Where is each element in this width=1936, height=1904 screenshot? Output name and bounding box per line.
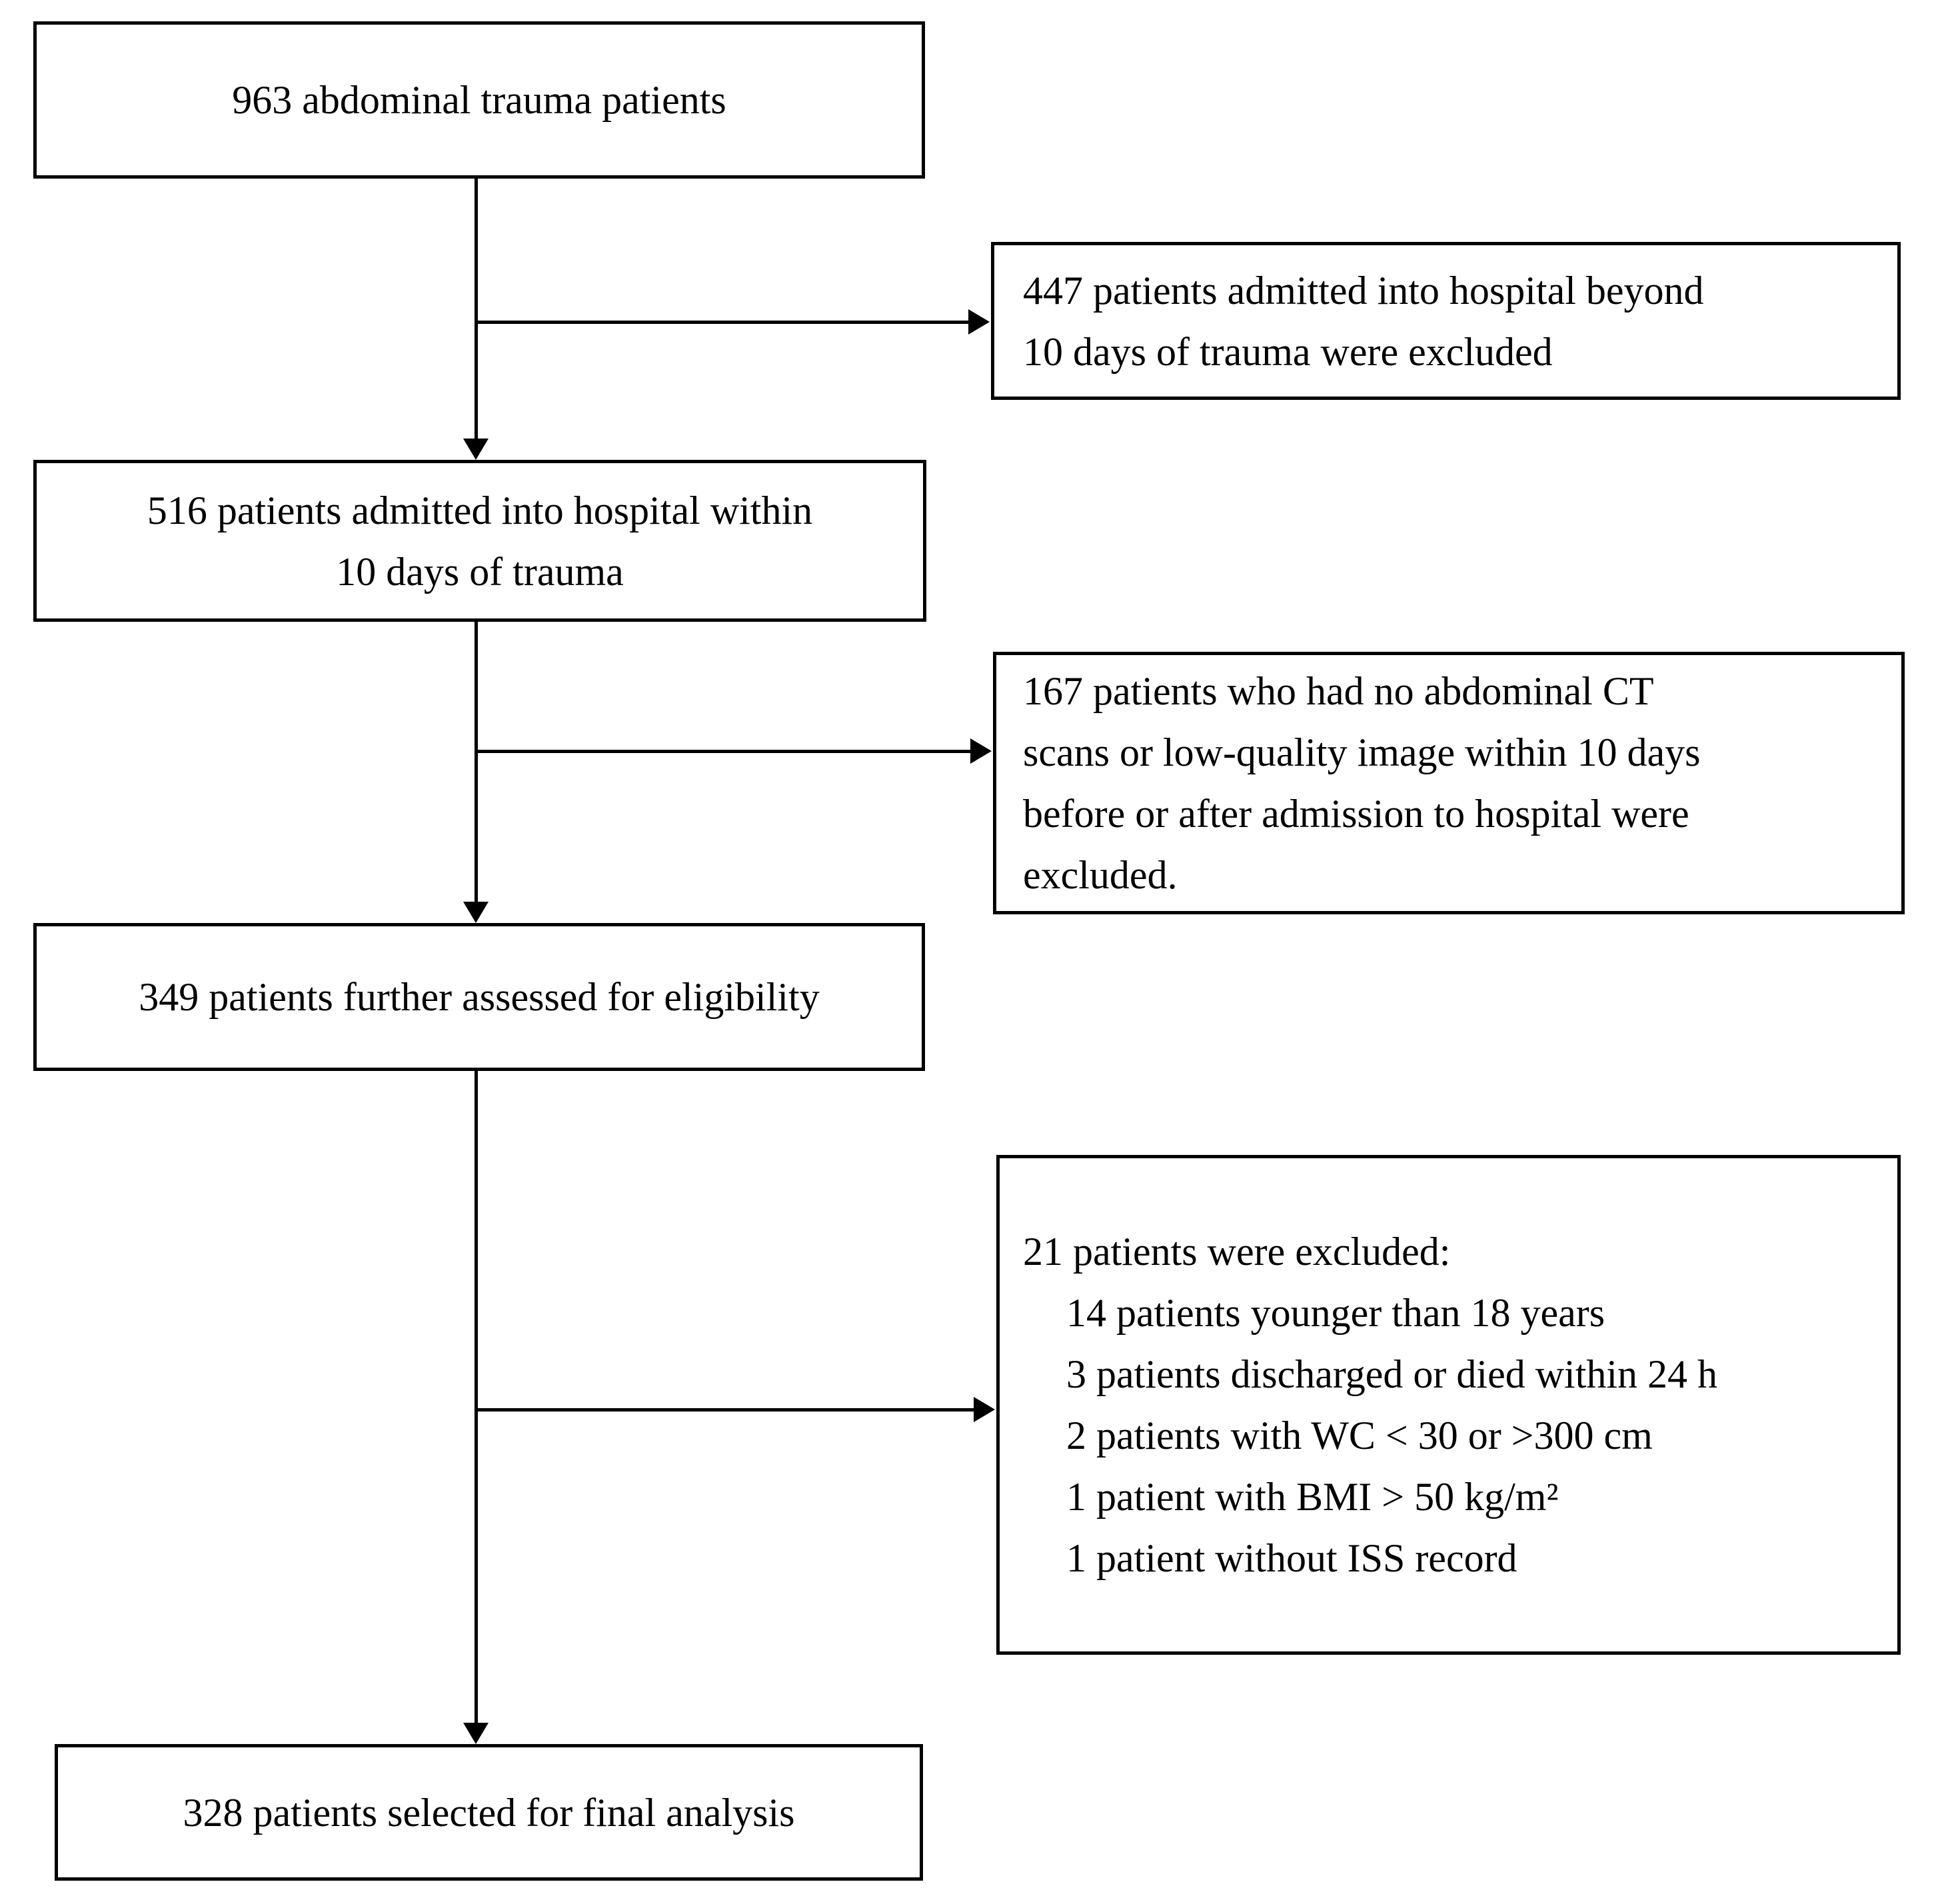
flow-box-excluded-no-ct-scans: 167 patients who had no abdominal CT sca… <box>993 652 1905 914</box>
box-text-line: 2 patients with WC < 30 or >300 cm <box>1066 1414 1653 1457</box>
box-text-line: 3 patients discharged or died within 24 … <box>1066 1352 1718 1396</box>
connector-line-branch-to-21 <box>475 1408 974 1412</box>
box-text-line: 10 days of trauma <box>336 549 624 594</box>
box-text-line: before or after admission to hospital we… <box>1023 792 1689 836</box>
connector-line-963-to-516 <box>475 179 478 440</box>
box-text-line: 447 patients admitted into hospital beyo… <box>1023 268 1704 313</box>
flow-box-final-analysis: 328 patients selected for final analysis <box>55 1744 923 1881</box>
arrowhead-down-icon <box>463 439 488 460</box>
box-text-line: 1 patient with BMI > 50 kg/m² <box>1066 1475 1559 1519</box>
arrowhead-right-icon <box>968 309 990 335</box>
box-text-line: excluded. <box>1023 853 1178 897</box>
flow-box-admitted-within-10-days: 516 patients admitted into hospital with… <box>33 460 926 622</box>
flow-box-assessed-for-eligibility: 349 patients further assessed for eligib… <box>33 923 925 1071</box>
flow-box-excluded-criteria-list: 21 patients were excluded: 14 patients y… <box>996 1155 1901 1655</box>
box-text-line: 14 patients younger than 18 years <box>1066 1291 1605 1335</box>
arrowhead-down-icon <box>463 902 488 923</box>
box-text-line: 963 abdominal trauma patients <box>232 78 726 122</box>
arrowhead-down-icon <box>463 1723 488 1744</box>
box-text-line: 328 patients selected for final analysis <box>183 1790 795 1835</box>
connector-line-349-to-328 <box>475 1071 478 1724</box>
box-text-line: scans or low-quality image within 10 day… <box>1023 730 1701 774</box>
arrowhead-right-icon <box>970 738 992 764</box>
connector-line-branch-to-167 <box>475 750 970 753</box>
connector-line-branch-to-447 <box>475 321 968 324</box>
box-text-line: 516 patients admitted into hospital with… <box>147 488 813 532</box>
box-text-line: 10 days of trauma were excluded <box>1023 329 1553 374</box>
box-text-line: 21 patients were excluded: <box>1023 1230 1451 1274</box>
flow-box-excluded-beyond-10-days: 447 patients admitted into hospital beyo… <box>991 242 1901 400</box>
box-text-line: 167 patients who had no abdominal CT <box>1023 669 1654 713</box>
connector-line-516-to-349 <box>475 622 478 903</box>
flow-box-abdominal-trauma-patients: 963 abdominal trauma patients <box>33 21 925 179</box>
box-text-line: 1 patient without ISS record <box>1066 1536 1517 1580</box>
arrowhead-right-icon <box>974 1397 995 1422</box>
box-text-line: 349 patients further assessed for eligib… <box>139 975 820 1019</box>
